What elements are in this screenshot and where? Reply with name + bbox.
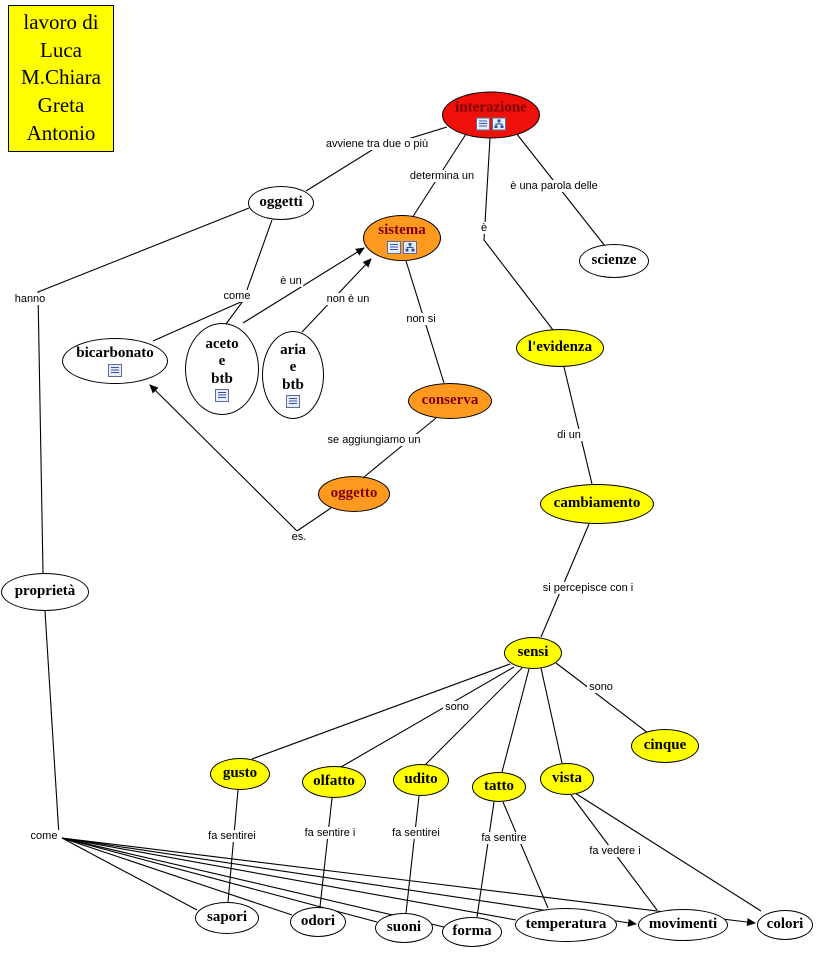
edge-sensi-cinque xyxy=(555,662,649,734)
node-proprieta[interactable]: proprietà xyxy=(1,573,89,611)
hierarchy-resource-icon[interactable] xyxy=(492,117,506,131)
node-vista[interactable]: vista xyxy=(540,763,594,795)
link-label-es[interactable]: es. xyxy=(289,531,309,543)
edge-tatto-temperatura xyxy=(502,801,549,909)
resource-icons xyxy=(215,388,229,402)
node-forma[interactable]: forma xyxy=(442,917,502,947)
edge-oggetti-proprieta xyxy=(37,207,250,574)
link-label-avviene[interactable]: avviene tra due o più xyxy=(323,138,431,150)
edge-come-odori xyxy=(61,837,293,916)
link-label-e-un[interactable]: è un xyxy=(278,275,304,287)
link-label-fa-vedere-i[interactable]: fa vedere i xyxy=(587,845,643,857)
node-sistema[interactable]: sistema xyxy=(363,215,441,261)
document-resource-icon[interactable] xyxy=(286,394,300,408)
node-temperatura[interactable]: temperatura xyxy=(515,908,617,942)
edge-come-colori xyxy=(61,837,756,926)
node-olfatto[interactable]: olfatto xyxy=(302,766,366,798)
document-resource-icon[interactable] xyxy=(215,388,229,402)
resource-icons xyxy=(286,394,300,408)
node-levidenza[interactable]: l'evidenza xyxy=(516,329,604,367)
link-label-fa-sentire-tatto[interactable]: fa sentire xyxy=(479,832,529,844)
node-oggetti[interactable]: oggetti xyxy=(248,186,314,220)
node-conserva[interactable]: conserva xyxy=(408,383,492,419)
edge-come-forma xyxy=(61,837,445,928)
edge-sensi-vista xyxy=(540,667,563,764)
node-odori[interactable]: odori xyxy=(290,907,346,937)
link-label-di-un[interactable]: di un xyxy=(555,429,583,441)
node-sensi[interactable]: sensi xyxy=(504,637,562,669)
link-label-e[interactable]: è xyxy=(478,222,490,234)
resource-icons xyxy=(476,117,506,131)
node-movimenti[interactable]: movimenti xyxy=(638,909,728,941)
edge-come-bicarbonato xyxy=(152,300,244,342)
edge-gusto-sapori xyxy=(227,789,239,903)
node-sapori[interactable]: sapori xyxy=(195,902,259,934)
link-label-hanno[interactable]: hanno xyxy=(12,293,48,305)
authors-legend-box[interactable]: lavoro di Luca M.Chiara Greta Antonio xyxy=(8,5,114,152)
node-cambiamento[interactable]: cambiamento xyxy=(540,484,654,524)
edge-tatto-forma xyxy=(476,801,495,918)
link-label-come-esempi[interactable]: come xyxy=(221,290,253,302)
edge-interazione-oggetti xyxy=(305,126,448,192)
node-suoni[interactable]: suoni xyxy=(375,913,433,943)
edge-sensi-udito xyxy=(424,667,523,766)
edge-come-sapori xyxy=(61,837,198,911)
edge-cambiamento-sensi xyxy=(540,523,590,638)
link-label-fa-sentirei-gusto[interactable]: fa sentirei xyxy=(206,830,258,842)
edge-olfatto-odori xyxy=(319,797,333,908)
resource-icons xyxy=(387,240,417,254)
edge-sensi-gusto xyxy=(251,663,511,760)
link-label-se-aggiungiamo[interactable]: se aggiungiamo un xyxy=(325,434,423,446)
node-aria-e-btb[interactable]: aria e btb xyxy=(262,331,324,419)
document-resource-icon[interactable] xyxy=(476,117,490,131)
link-label-non-si[interactable]: non si xyxy=(404,313,438,325)
node-scienze[interactable]: scienze xyxy=(579,244,649,278)
link-label-come-proprieta[interactable]: come xyxy=(28,830,60,842)
node-bicarbonato[interactable]: bicarbonato xyxy=(62,338,168,384)
node-oggetto[interactable]: oggetto xyxy=(318,476,390,512)
edge-sensi-tatto xyxy=(501,668,530,773)
node-gusto[interactable]: gusto xyxy=(210,758,270,790)
edge-come-temperatura xyxy=(61,837,517,921)
resource-icons xyxy=(108,363,122,377)
link-label-parola-delle[interactable]: è una parola delle xyxy=(508,180,600,192)
edge-sensi-olfatto xyxy=(340,666,515,768)
edge-proprieta-come xyxy=(44,610,60,837)
edge-oggetti-aceto xyxy=(225,219,273,325)
edge-udito-suoni xyxy=(405,795,420,914)
link-label-sono-sensi[interactable]: sono xyxy=(443,701,471,713)
link-label-non-e-un[interactable]: non è un xyxy=(324,293,372,305)
edge-vista-colori xyxy=(574,792,762,912)
document-resource-icon[interactable] xyxy=(387,240,401,254)
node-cinque[interactable]: cinque xyxy=(631,729,699,763)
link-label-sono-cinque[interactable]: sono xyxy=(587,681,615,693)
node-interazione[interactable]: interazione xyxy=(442,91,540,139)
edge-levidenza-cambiamento xyxy=(563,366,593,485)
link-label-fa-sentirei-udito[interactable]: fa sentirei xyxy=(390,827,442,839)
node-aceto-e-btb[interactable]: aceto e btb xyxy=(185,323,259,415)
link-label-si-percepisce[interactable]: si percepisce con i xyxy=(540,582,636,594)
hierarchy-resource-icon[interactable] xyxy=(403,240,417,254)
edge-interazione-levidenza xyxy=(483,137,554,331)
node-udito[interactable]: udito xyxy=(393,764,449,796)
link-label-determina[interactable]: determina un xyxy=(407,170,477,182)
edge-conserva-oggetto xyxy=(363,417,437,478)
link-label-fa-sentire-i-olfatto[interactable]: fa sentire i xyxy=(302,827,358,839)
document-resource-icon[interactable] xyxy=(108,363,122,377)
node-colori[interactable]: colori xyxy=(757,910,813,940)
node-tatto[interactable]: tatto xyxy=(472,772,526,802)
